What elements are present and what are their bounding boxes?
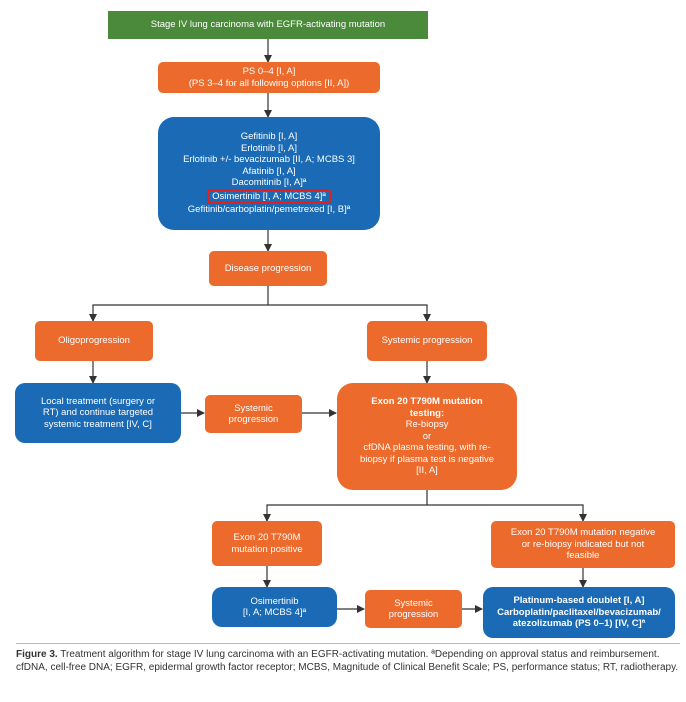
systemic-progression-bottom-line: progression <box>388 609 439 620</box>
ps-line1: PS 0–4 [I, A] <box>242 66 296 77</box>
start-text: Stage IV lung carcinoma with EGFR-activa… <box>150 19 386 31</box>
caption-divider <box>16 643 680 644</box>
arrow-testing-branch-right <box>427 504 587 522</box>
osimertinib-highlight: Osimertinib [I, A; MCBS 4]ª <box>207 188 331 205</box>
systemic-progression-bottom-line: Systemic <box>394 597 433 609</box>
t790m-testing-node: Exon 20 T790M mutation testing: Re-biops… <box>337 383 517 490</box>
t790m-testing-line: Re-biopsy <box>405 419 449 431</box>
start-node: Stage IV lung carcinoma with EGFR-activa… <box>108 11 428 39</box>
oligoprogression-node: Oligoprogression <box>35 321 153 361</box>
arrow-progression-branch <box>89 286 269 322</box>
t790m-testing-line: [II, A] <box>416 465 438 477</box>
disease-progression-node: Disease progression <box>209 251 327 286</box>
systemic-progression-top-node: Systemic progression <box>367 321 487 361</box>
caption-text: Treatment algorithm for stage IV lung ca… <box>16 649 679 673</box>
first-line-item: Erlotinib [I, A] <box>241 142 297 154</box>
t790m-positive-line: Exon 20 T790M <box>233 532 301 543</box>
local-treatment-line: RT) and continue targeted <box>42 407 154 419</box>
t790m-positive-node: Exon 20 T790M mutation positive <box>212 521 322 566</box>
t790m-negative-node: Exon 20 T790M mutation negative or re-bi… <box>491 521 675 568</box>
first-line-item: Afatinib [I, A] <box>242 165 296 177</box>
first-line-node: Gefitinib [I, A] Erlotinib [I, A] Erloti… <box>158 117 380 230</box>
t790m-negative-line: Exon 20 T790M mutation negative <box>510 527 656 539</box>
disease-progression-text: Disease progression <box>224 262 312 274</box>
first-line-item: Erlotinib +/- bevacizumab [II, A; MCBS 3… <box>183 154 355 166</box>
figure-caption: Figure 3. Treatment algorithm for stage … <box>16 648 680 674</box>
systemic-progression-mid-line: Systemic <box>234 402 273 414</box>
systemic-progression-mid-line: progression <box>228 414 279 425</box>
caption-label: Figure 3. <box>16 649 58 660</box>
t790m-testing-line: or <box>422 430 432 442</box>
first-line-item: Dacomitinib [I, A]ª <box>231 177 307 189</box>
t790m-negative-line: or re-biopsy indicated but not <box>521 538 645 550</box>
systemic-progression-bottom-node: Systemic progression <box>365 590 462 628</box>
ps-node: PS 0–4 [I, A] (PS 3–4 for all following … <box>158 62 380 93</box>
t790m-testing-line: biopsy if plasma test is negative <box>359 453 495 465</box>
systemic-progression-mid-node: Systemic progression <box>205 395 302 433</box>
osimertinib-line: Osimertinib <box>250 595 299 607</box>
t790m-positive-line: mutation positive <box>231 543 303 555</box>
systemic-progression-top-text: Systemic progression <box>381 335 473 347</box>
oligoprogression-text: Oligoprogression <box>58 335 130 347</box>
t790m-testing-heading: testing: <box>409 407 445 419</box>
platinum-line: atezolizumab (PS 0–1) [IV, C]ª <box>512 618 646 630</box>
local-treatment-line: systemic treatment [IV, C] <box>44 418 152 430</box>
local-treatment-node: Local treatment (surgery or RT) and cont… <box>15 383 181 443</box>
first-line-item: Gefitinib/carboplatin/pemetrexed [I, B]ª <box>187 204 351 216</box>
osimertinib-node: Osimertinib [I, A; MCBS 4]ª <box>212 587 337 627</box>
osimertinib-line: [I, A; MCBS 4]ª <box>242 607 307 618</box>
t790m-negative-line: feasible <box>566 550 600 562</box>
platinum-line: Platinum-based doublet [I, A] <box>513 595 645 607</box>
ps-line2: (PS 3–4 for all following options [II, A… <box>188 77 350 89</box>
t790m-testing-heading: Exon 20 T790M mutation <box>371 396 483 408</box>
t790m-testing-line: cfDNA plasma testing, with re- <box>363 442 491 454</box>
first-line-item: Gefitinib [I, A] <box>240 131 298 143</box>
local-treatment-line: Local treatment (surgery or <box>40 395 156 407</box>
platinum-node: Platinum-based doublet [I, A] Carboplati… <box>483 587 675 638</box>
arrow-progression-branch-right <box>268 304 431 322</box>
platinum-line: Carboplatin/paclitaxel/bevacizumab/ <box>497 606 661 618</box>
arrow-testing-branch-left <box>263 490 428 522</box>
